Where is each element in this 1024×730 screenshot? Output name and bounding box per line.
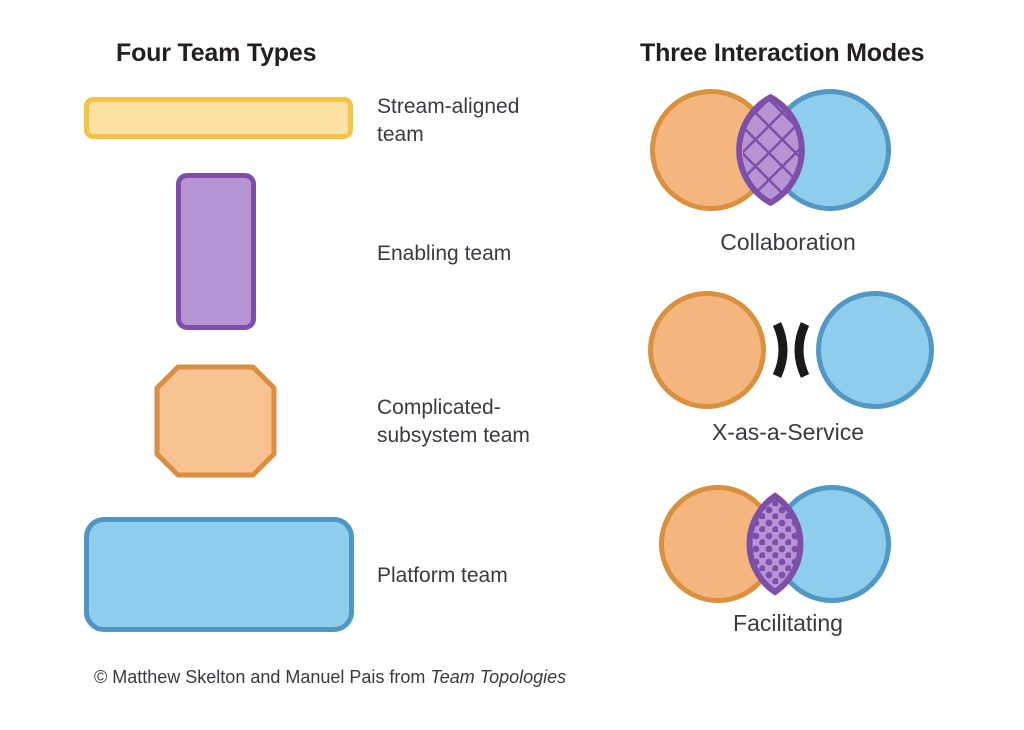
book-title: Team Topologies [430, 667, 567, 687]
orange-circle [648, 291, 766, 409]
diagram-facilitating [648, 480, 934, 608]
xaas-icon [648, 291, 934, 409]
overlap-lens-outline [746, 492, 804, 596]
label-facilitating: Facilitating [733, 610, 843, 636]
overlap-lens-outline [736, 93, 805, 207]
label-platform-team: Platform team [377, 564, 508, 587]
label-x-as-a-service: X-as-a-Service [711, 419, 865, 445]
diagram-x-as-a-service [648, 288, 934, 413]
service-connector-icon [772, 322, 810, 378]
label-enabling-team: Enabling team [377, 242, 512, 265]
shape-complicated-subsystem-team [154, 364, 277, 478]
facilitating-venn-icon [659, 485, 891, 603]
right-column-heading: Three Interaction Modes [640, 39, 925, 67]
collaboration-venn-icon [650, 89, 891, 211]
octagon-icon [154, 364, 277, 478]
shape-enabling-team [176, 173, 256, 330]
label-complicated-subsystem-team: Complicated-subsystem team [377, 396, 530, 447]
label-collaboration: Collaboration [720, 229, 856, 255]
shape-stream-aligned-team [84, 97, 353, 139]
label-stream-aligned-team: Stream-aligned team [377, 95, 520, 146]
blue-circle [816, 291, 934, 409]
copyright-prefix: © Matthew Skelton and Manuel Pais from [94, 667, 431, 687]
shape-platform-team [84, 517, 354, 632]
copyright-attribution: © Matthew Skelton and Manuel Pais from T… [94, 667, 566, 688]
left-column-heading: Four Team Types [116, 39, 317, 67]
diagram-collaboration [648, 84, 934, 216]
